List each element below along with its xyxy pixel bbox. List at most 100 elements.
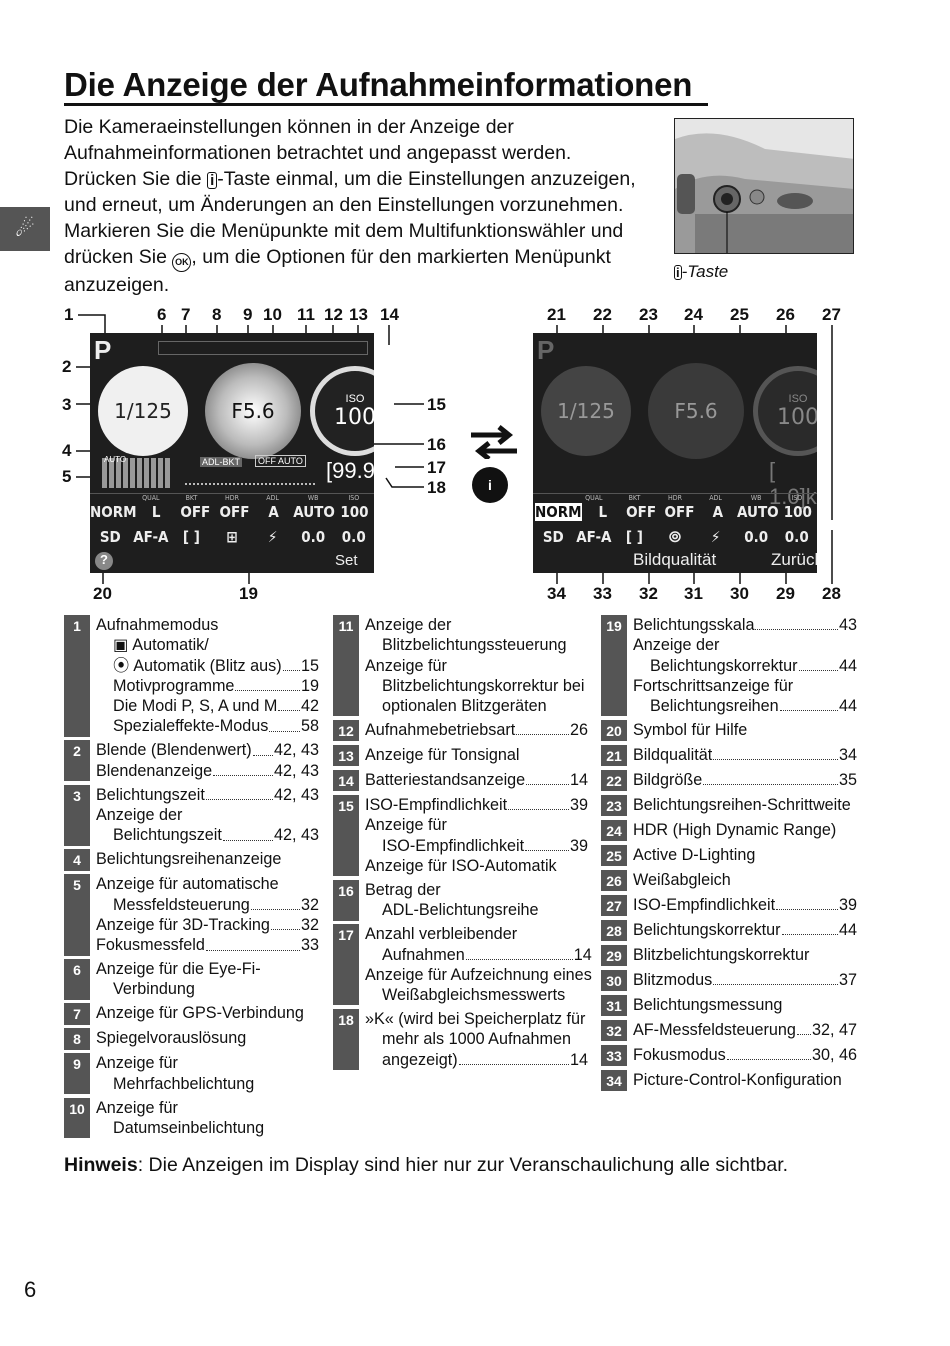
page-reference[interactable]: 42 — [300, 697, 319, 716]
intro-line: drücken Sie OK, um die Optionen für den … — [64, 244, 664, 272]
page-reference[interactable]: 14 — [569, 771, 588, 790]
legend-number: 8 — [64, 1028, 90, 1050]
callout-3: 3 — [62, 395, 72, 414]
page-reference[interactable]: 14 — [573, 945, 592, 964]
quality-setting[interactable]: NORM — [90, 503, 137, 521]
callout-23: 23 — [639, 305, 658, 324]
focus-mode-setting[interactable]: AF-A — [133, 528, 169, 546]
page-reference[interactable]: 44 — [838, 697, 857, 716]
bkt-setting[interactable]: OFF — [180, 503, 211, 521]
page-reference[interactable]: 39 — [569, 796, 588, 815]
legend-number: 32 — [601, 1019, 627, 1042]
page-reference[interactable]: 42, 43 — [273, 785, 319, 804]
callout-4: 4 — [62, 441, 72, 460]
flash-comp-setting[interactable]: 0.0 — [744, 528, 769, 546]
exposure-comp-setting[interactable]: 0.0 — [341, 528, 366, 546]
size-setting[interactable]: L — [151, 503, 161, 521]
page-reference[interactable]: 33 — [300, 936, 319, 955]
page-reference[interactable]: 34 — [838, 746, 857, 765]
callout-7: 7 — [181, 305, 191, 324]
back-label: Zurück — [771, 550, 817, 569]
metering-setting[interactable]: ⦾ — [669, 528, 682, 546]
page-reference[interactable]: 39 — [569, 836, 588, 855]
page-reference[interactable]: 37 — [838, 971, 857, 990]
hdr-setting[interactable]: OFF — [219, 503, 250, 521]
page-reference[interactable]: 44 — [838, 921, 857, 940]
exposure-comp-setting[interactable]: 0.0 — [784, 528, 809, 546]
page-reference[interactable]: 32 — [300, 915, 319, 934]
page-reference[interactable]: 32 — [300, 895, 319, 914]
size-setting[interactable]: L — [598, 503, 608, 521]
page-reference[interactable]: 43 — [838, 616, 857, 634]
page-reference[interactable]: 19 — [300, 676, 319, 695]
legend-number: 7 — [64, 1003, 90, 1025]
wb-setting[interactable]: AUTO — [293, 503, 335, 521]
legend-number: 29 — [601, 945, 627, 967]
page-reference[interactable]: 26 — [569, 721, 588, 740]
page-reference[interactable]: 35 — [838, 771, 857, 790]
adl-setting[interactable]: A — [712, 503, 724, 521]
info-row-2: SD AF-A [ ] ⊞ ⚡ 0.0 0.0 — [90, 528, 374, 546]
page-number: 6 — [24, 1277, 37, 1302]
legend-number: 12 — [333, 720, 359, 742]
bkt-setting[interactable]: OFF — [626, 503, 657, 521]
adl-bkt-amount: OFF AUTO — [255, 455, 306, 467]
page-reference[interactable]: 42, 43 — [273, 741, 319, 760]
legend-line: Datumseinbelichtung — [113, 1119, 265, 1138]
iso-setting[interactable]: 100 — [340, 503, 369, 521]
iso-setting[interactable]: 100 — [783, 503, 812, 521]
info-row-1: NORM L OFF OFF A AUTO 100 — [533, 503, 817, 521]
adl-setting[interactable]: A — [268, 503, 279, 521]
remaining-shots: [99.9] — [326, 458, 374, 483]
page-reference[interactable]: 14 — [569, 1050, 588, 1069]
page-reference[interactable]: 30, 46 — [811, 1045, 857, 1064]
page-reference[interactable]: 44 — [838, 656, 857, 675]
picture-control-setting[interactable]: SD — [99, 528, 121, 546]
info-button-icon: i — [674, 265, 682, 280]
callout-2: 2 — [62, 357, 72, 376]
focus-mode-setting[interactable]: AF-A — [576, 528, 612, 546]
metering-setting[interactable]: ⊞ — [226, 528, 238, 546]
page-reference[interactable]: 39 — [838, 896, 857, 915]
legend-number: 14 — [333, 770, 359, 792]
quality-setting-selected[interactable]: NORM — [535, 503, 582, 521]
picture-control-setting[interactable]: SD — [542, 528, 564, 546]
page-reference[interactable]: 42, 43 — [273, 826, 319, 845]
legend-number: 3 — [64, 784, 90, 846]
callout-27: 27 — [822, 305, 841, 324]
help-icon: ? — [95, 552, 113, 570]
callout-25: 25 — [730, 305, 749, 324]
af-area-setting[interactable]: [ ] — [182, 528, 200, 546]
page-reference[interactable]: 15 — [300, 656, 319, 675]
flash-comp-setting[interactable]: 0.0 — [301, 528, 326, 546]
legend-line: Fortschrittsanzeige für — [633, 676, 794, 695]
legend-line: Anzeige für automatische — [96, 875, 279, 894]
wb-setting[interactable]: AUTO — [737, 503, 779, 521]
page-reference[interactable]: 32, 47 — [811, 1020, 857, 1039]
af-area-setting[interactable]: [ ] — [625, 528, 643, 546]
page-reference[interactable]: 42, 43 — [273, 761, 319, 780]
legend-number: 23 — [601, 795, 627, 817]
page-reference[interactable]: 58 — [300, 717, 319, 736]
flash-mode-setting[interactable]: ⚡ — [267, 528, 278, 546]
info-row-labels: QUAL BKT HDR ADL WB ISO — [585, 494, 803, 502]
flash-mode-setting[interactable]: ⚡ — [710, 528, 721, 546]
legend-line: Anzeige für Aufzeichnung eines — [365, 965, 592, 984]
auto-mode-icon: ▣ — [113, 636, 129, 655]
shooting-info-display: P 1/125 F5.6 ISO 100 AUTO ADL-BKT OFF AU… — [90, 333, 374, 573]
callout-26: 26 — [776, 305, 795, 324]
hdr-setting[interactable]: OFF — [664, 503, 695, 521]
callout-21: 21 — [547, 305, 566, 324]
